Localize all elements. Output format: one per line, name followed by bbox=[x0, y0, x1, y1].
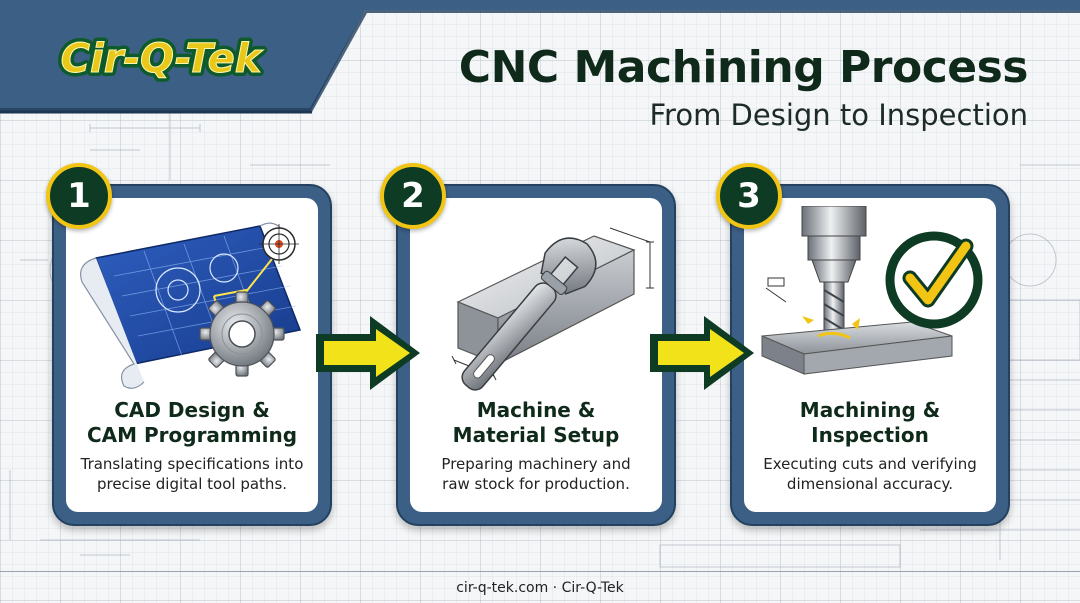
step-card-2-body: Machine & Material Setup Preparing machi… bbox=[410, 198, 662, 512]
endmill-checkmark-icon bbox=[761, 206, 983, 375]
step-title: Machine & Material Setup bbox=[452, 398, 620, 447]
title-block: CNC Machining Process From Design to Ins… bbox=[458, 42, 1029, 133]
step-title: Machining & Inspection bbox=[799, 398, 941, 447]
header-banner bbox=[0, 0, 1080, 114]
step-description: Preparing machinery and raw stock for pr… bbox=[441, 455, 631, 494]
step-card-1: CAD Design & CAM Programming Translating… bbox=[52, 184, 332, 526]
page-title: CNC Machining Process bbox=[458, 42, 1029, 93]
flow-arrow-right-icon bbox=[312, 312, 424, 394]
brand-logo[interactable]: Cir-Q-Tek Cir-Q-Tek bbox=[30, 22, 292, 92]
step-description: Executing cuts and verifying dimensional… bbox=[763, 455, 977, 494]
step-badge-1: 1 bbox=[46, 163, 112, 229]
step-card-3: Machining & Inspection Executing cuts an… bbox=[730, 184, 1010, 526]
wrench-stock-icon bbox=[451, 227, 654, 391]
step-badge-3: 3 bbox=[716, 163, 782, 229]
step-badge-2: 2 bbox=[380, 163, 446, 229]
logo-outline-text: Cir-Q-Tek bbox=[61, 36, 264, 82]
logo-text: Cir-Q-Tek bbox=[61, 36, 264, 82]
step-title: CAD Design & CAM Programming bbox=[86, 398, 298, 447]
step-card-1-body: CAD Design & CAM Programming Translating… bbox=[66, 198, 318, 512]
footer-text[interactable]: cir-q-tek.com · Cir-Q-Tek bbox=[456, 580, 624, 596]
flow-arrow-right-icon bbox=[646, 312, 758, 394]
step-card-3-body: Machining & Inspection Executing cuts an… bbox=[744, 198, 996, 512]
page-subtitle: From Design to Inspection bbox=[649, 98, 1028, 133]
step-description: Translating specifications into precise … bbox=[80, 455, 304, 494]
footer-divider bbox=[0, 571, 1080, 572]
step-card-2: Machine & Material Setup Preparing machi… bbox=[396, 184, 676, 526]
blueprint-gear-icon bbox=[80, 222, 302, 389]
